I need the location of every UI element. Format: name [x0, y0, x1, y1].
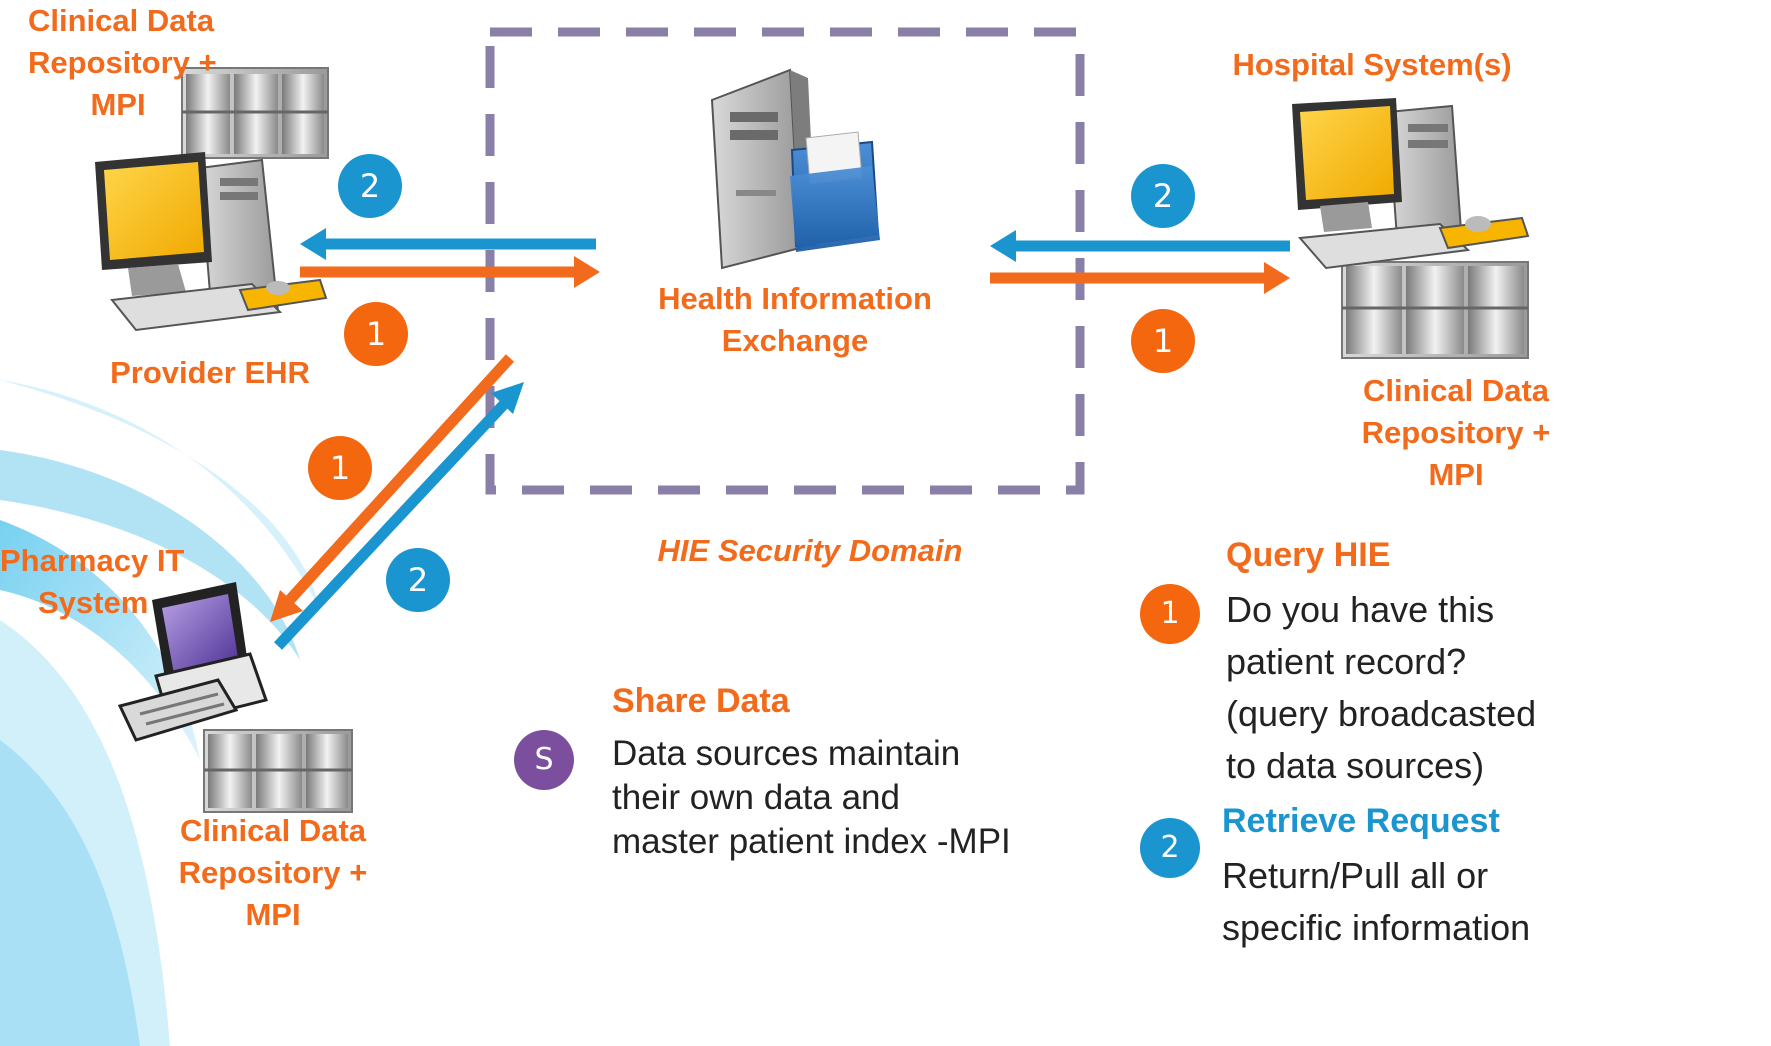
step-2-badge-provider: 2 — [338, 154, 402, 218]
arrow-provider-to-hie — [300, 256, 600, 288]
cdr-bottom-server-icon — [203, 729, 353, 813]
query-hie-line-3: (query broadcasted — [1226, 693, 1537, 734]
hie-label-line-2: Exchange — [721, 323, 869, 358]
query-hie-line-2: patient record? — [1226, 641, 1467, 682]
hospital-computer-icon — [1292, 98, 1530, 270]
arrow-hie-to-pharmacy — [270, 354, 515, 622]
share-data-line-3: master patient index -MPI — [612, 822, 1011, 861]
step-2-badge-pharmacy: 2 — [386, 548, 450, 612]
share-data-line-1: Data sources maintain — [612, 734, 961, 773]
share-data-line-2: their own data and — [612, 778, 900, 817]
query-hie-line-4: to data sources) — [1226, 745, 1485, 786]
cdr-right-line-3: MPI — [1428, 457, 1484, 492]
hie-security-domain-boundary — [485, 27, 1085, 495]
retrieve-request-badge: 2 — [1140, 818, 1200, 878]
cdr-top-left-line-2: Repository + — [28, 45, 217, 80]
cdr-bottom-line-3: MPI — [245, 897, 301, 932]
step-1-badge-pharmacy: 1 — [308, 436, 372, 500]
cdr-right-label: Clinical Data Repository + MPI — [1356, 370, 1556, 496]
cdr-right-server-icon — [1341, 261, 1529, 359]
step-1-badge-provider: 1 — [344, 302, 408, 366]
cdr-right-line-2: Repository + — [1361, 415, 1551, 450]
share-data-title: Share Data — [612, 682, 790, 720]
arrow-hospital-to-hie — [990, 230, 1290, 262]
retrieve-request-description: Return/Pull all or specific information — [1222, 850, 1530, 954]
cdr-bottom-line-1: Clinical Data — [179, 813, 367, 848]
cdr-top-left-label: Clinical Data Repository + MPI — [28, 0, 217, 126]
pharmacy-computer-icon — [117, 582, 268, 742]
step-1-badge-hospital: 1 — [1131, 309, 1195, 373]
query-hie-title: Query HIE — [1226, 536, 1391, 574]
retrieve-request-line-1: Return/Pull all or — [1222, 855, 1489, 896]
pharmacy-line-2: System — [38, 585, 149, 620]
hie-server-icon — [710, 68, 880, 270]
query-hie-line-1: Do you have this — [1226, 589, 1495, 630]
cdr-top-left-server-icon — [181, 67, 329, 159]
retrieve-request-line-2: specific information — [1222, 907, 1531, 948]
arrow-hie-to-provider — [300, 228, 596, 260]
background-swirl — [0, 380, 320, 1046]
pharmacy-line-1: Pharmacy IT — [0, 543, 185, 578]
cdr-right-line-1: Clinical Data — [1362, 373, 1550, 408]
arrow-hie-to-hospital — [990, 262, 1290, 294]
cdr-bottom-line-2: Repository + — [178, 855, 368, 890]
cdr-bottom-label: Clinical Data Repository + MPI — [168, 810, 378, 936]
retrieve-request-title: Retrieve Request — [1222, 802, 1500, 840]
step-2-badge-hospital: 2 — [1131, 164, 1195, 228]
provider-ehr-label: Provider EHR — [110, 355, 310, 390]
provider-ehr-computer-icon — [95, 152, 328, 332]
share-data-description: Data sources maintain their own data and… — [612, 732, 1011, 864]
hie-label: Health Information Exchange — [630, 278, 960, 362]
hospital-label: Hospital System(s) — [1232, 47, 1512, 82]
hie-security-domain-label: HIE Security Domain — [657, 533, 963, 568]
cdr-top-left-line-1: Clinical Data — [28, 3, 215, 38]
arrow-pharmacy-to-hie — [273, 382, 524, 650]
cdr-top-left-line-3: MPI — [90, 87, 146, 122]
hie-label-line-1: Health Information — [658, 281, 932, 316]
query-hie-description: Do you have this patient record? (query … — [1226, 584, 1536, 792]
pharmacy-label: Pharmacy IT System — [0, 540, 190, 624]
query-hie-badge: 1 — [1140, 584, 1200, 644]
share-data-badge: S — [514, 730, 574, 790]
